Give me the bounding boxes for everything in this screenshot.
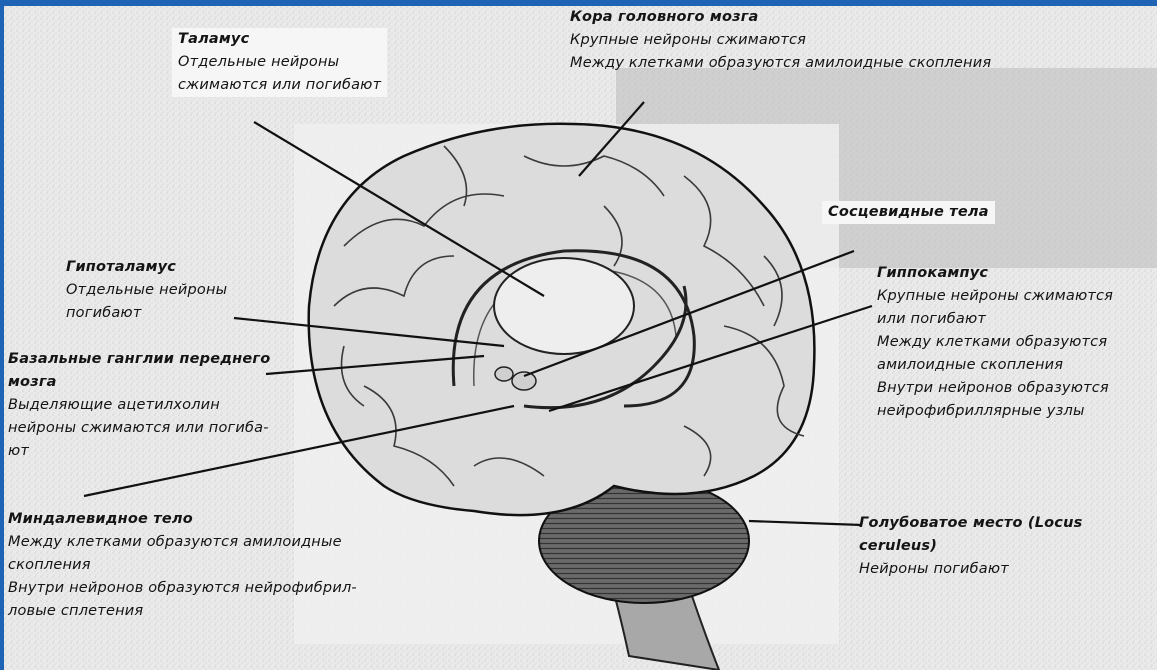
diagram-frame: Кора головного мозга Крупные нейроны сжи… (4, 6, 1157, 670)
thalamus-title: Таламус (178, 28, 381, 51)
hippocampus-line-2: или погибают (877, 308, 1113, 331)
thalamus (494, 258, 634, 354)
hippocampus-line-1: Крупные нейроны сжимаются (877, 285, 1113, 308)
amygdala-label: Миндалевидное тело Между клетками образу… (8, 508, 357, 623)
hippocampus-line-4: амилоидные скопления (877, 354, 1113, 377)
amygdala-line-4: ловые сплетения (8, 600, 357, 623)
basal-ganglia-line-1: Выделяющие ацетилхолин (8, 394, 270, 417)
amygdala-line-3: Внутри нейронов образуются нейрофибрил- (8, 577, 357, 600)
amygdala-line-2: скопления (8, 554, 357, 577)
mammillary-body (512, 372, 536, 390)
hippocampus-label: Гиппокампус Крупные нейроны сжимаются ил… (877, 262, 1113, 423)
hypothalamus-label: Гипоталамус Отдельные нейроны погибают (66, 256, 227, 325)
cortex-title: Кора головного мозга (570, 6, 991, 29)
basal-ganglia-label: Базальные ганглии переднего мозга Выделя… (8, 348, 270, 463)
basal-ganglia-title-2: мозга (8, 371, 270, 394)
amygdala-title: Миндалевидное тело (8, 508, 357, 531)
basal-ganglia-line-3: ют (8, 440, 270, 463)
thalamus-line-2: сжимаются или погибают (178, 74, 381, 97)
thalamus-label: Таламус Отдельные нейроны сжимаются или … (172, 28, 387, 97)
basal-ganglia-line-2: нейроны сжимаются или погиба- (8, 417, 270, 440)
cortex-line-2: Между клетками образуются амилоидные ско… (570, 52, 991, 75)
mammillary-title: Сосцевидные тела (828, 201, 989, 224)
hippocampus-title: Гиппокампус (877, 262, 1113, 285)
locus-title-1: Голубоватое место (Locus (859, 512, 1082, 535)
cortex-line-1: Крупные нейроны сжимаются (570, 29, 991, 52)
hippocampus-line-3: Между клетками образуются (877, 331, 1113, 354)
locus-ceruleus-label: Голубоватое место (Locus ceruleus) Нейро… (859, 512, 1082, 581)
mammillary-label: Сосцевидные тела (822, 201, 995, 224)
hypothalamus-title: Гипоталамус (66, 256, 227, 279)
hypothalamus-line-2: погибают (66, 302, 227, 325)
amygdala-line-1: Между клетками образуются амилоидные (8, 531, 357, 554)
locus-title-2: ceruleus) (859, 535, 1082, 558)
cortex-label: Кора головного мозга Крупные нейроны сжи… (570, 6, 991, 75)
hypothalamus-line-1: Отдельные нейроны (66, 279, 227, 302)
locus-line-1: Нейроны погибают (859, 558, 1082, 581)
hippocampus-line-6: нейрофибриллярные узлы (877, 400, 1113, 423)
thalamus-line-1: Отдельные нейроны (178, 51, 381, 74)
hippocampus-line-5: Внутри нейронов образуются (877, 377, 1113, 400)
basal-ganglia-title-1: Базальные ганглии переднего (8, 348, 270, 371)
